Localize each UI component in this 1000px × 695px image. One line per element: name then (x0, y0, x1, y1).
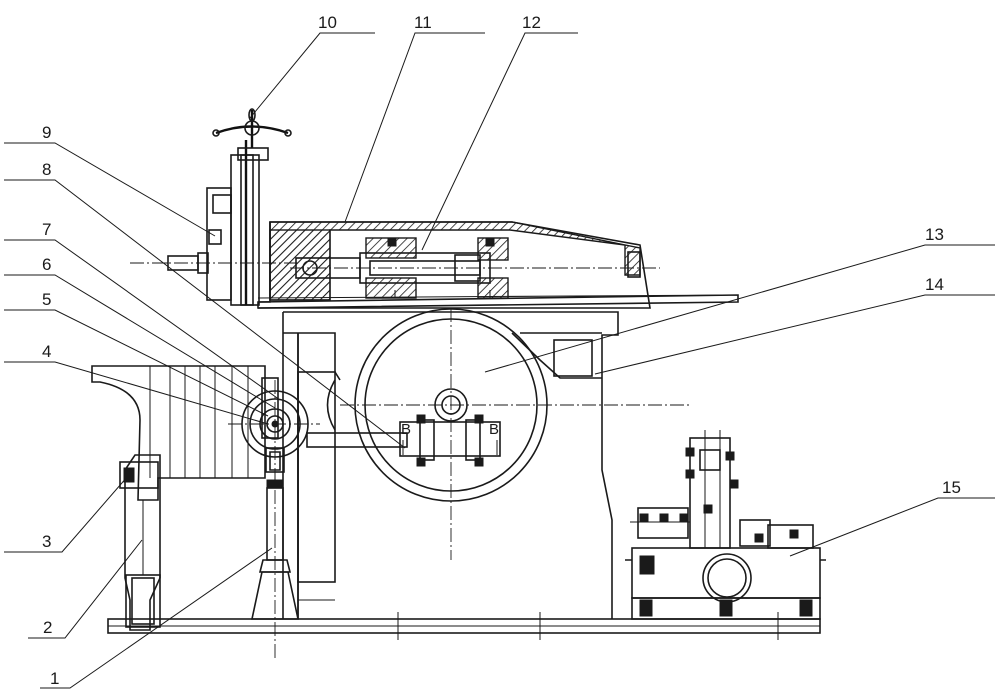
main-frame (282, 311, 619, 619)
callout-11: 11 (414, 13, 432, 32)
connecting-rod (251, 447, 299, 620)
swing-arm (119, 454, 161, 631)
section-mark-left: B (401, 421, 411, 438)
small-gear (228, 380, 320, 660)
hydraulic-power-unit (625, 430, 826, 620)
callout-6: 6 (42, 255, 51, 274)
callouts: 1 2 3 4 5 6 7 8 9 10 11 12 13 (4, 13, 995, 689)
callout-3: 3 (42, 532, 51, 551)
callout-9: 9 (42, 123, 51, 142)
section-shaft: B B (306, 414, 501, 467)
callout-10: 10 (318, 13, 337, 32)
callout-12: 12 (522, 13, 541, 32)
vertical-column (130, 140, 300, 306)
callout-14: 14 (925, 275, 944, 294)
callout-7: 7 (42, 220, 51, 239)
section-mark-right: B (489, 421, 499, 438)
callout-4: 4 (42, 342, 51, 361)
hydraulic-cylinder (290, 237, 660, 299)
callout-13: 13 (925, 225, 944, 244)
flywheel (326, 308, 690, 560)
callout-1: 1 (50, 669, 59, 688)
callout-15: 15 (942, 478, 961, 497)
callout-8: 8 (42, 160, 51, 179)
callout-5: 5 (42, 290, 51, 309)
callout-2: 2 (43, 618, 52, 637)
base-plate (107, 612, 821, 640)
